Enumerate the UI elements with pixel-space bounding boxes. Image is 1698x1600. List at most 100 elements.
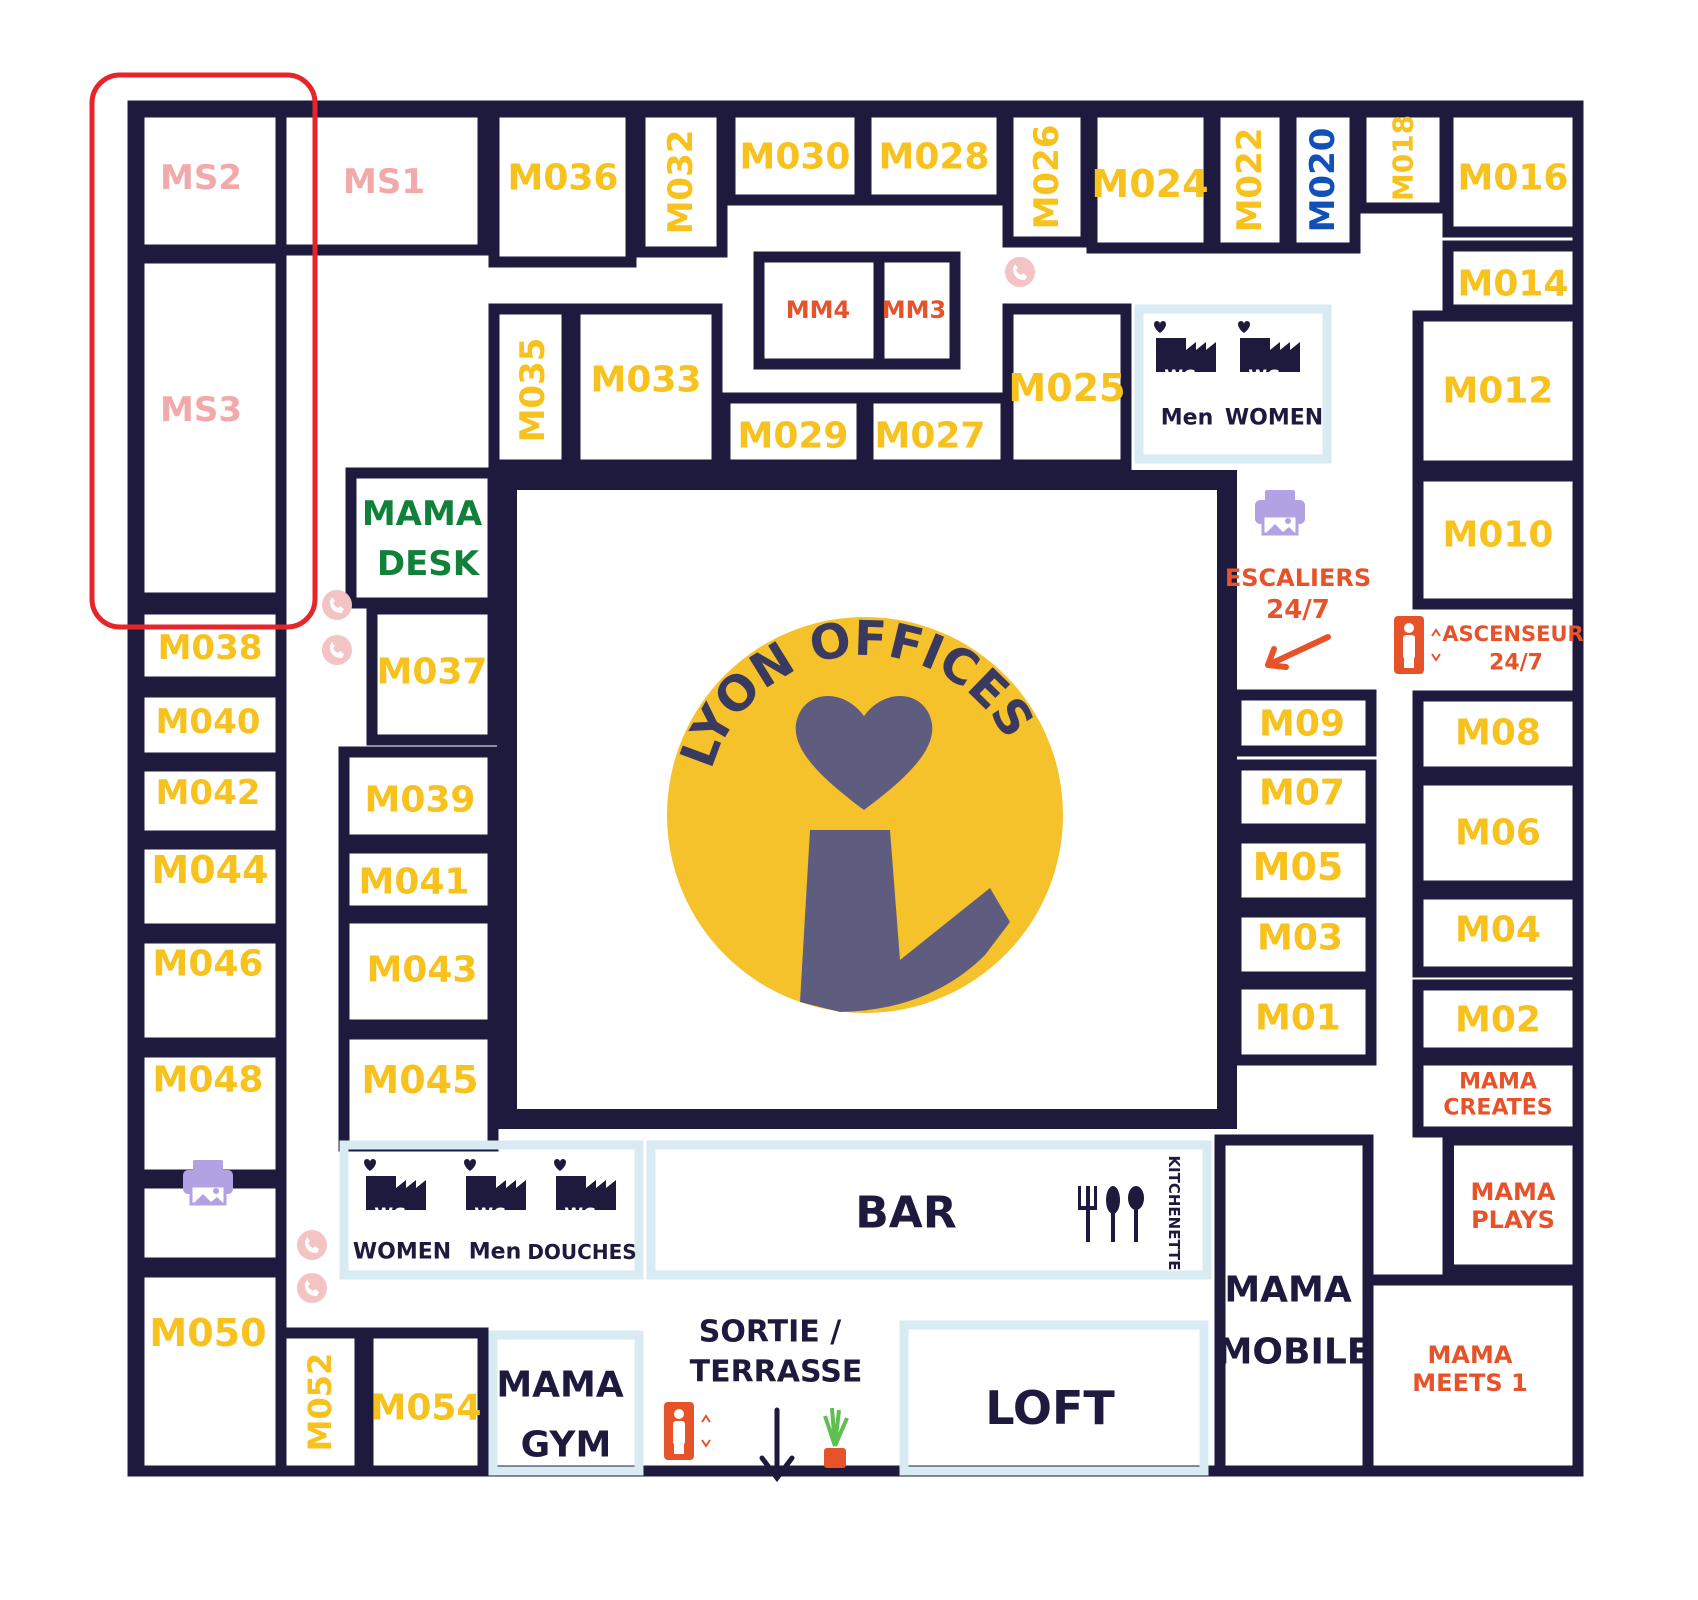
room-m027[interactable]: M027: [875, 416, 986, 457]
phone-icon: [297, 1230, 327, 1260]
stairs-label-line1: ESCALIERS: [1225, 564, 1371, 592]
room-mama-meets-line1[interactable]: MAMA: [1428, 1341, 1513, 1369]
room-m016[interactable]: M016: [1458, 158, 1569, 199]
phone-icon: [322, 635, 352, 665]
wc-icon: [1154, 321, 1216, 372]
room-m08[interactable]: M08: [1455, 713, 1541, 754]
walls: [127, 100, 1584, 1477]
room-m022[interactable]: M022: [1230, 128, 1270, 233]
wc-women-label: WOMEN: [353, 1240, 451, 1265]
printer-icon: [1253, 488, 1307, 536]
room-mama-desk-line2[interactable]: DESK: [377, 544, 481, 584]
room-m07[interactable]: M07: [1259, 773, 1345, 814]
room-mm3[interactable]: MM3: [882, 296, 946, 324]
room-m040[interactable]: M040: [156, 702, 261, 742]
wc-label: WC: [1248, 367, 1279, 387]
wc-icon: [364, 1159, 426, 1210]
room-m028[interactable]: M028: [879, 137, 990, 178]
room-m09[interactable]: M09: [1259, 704, 1345, 745]
room-m054[interactable]: M054: [371, 1388, 482, 1429]
plant-icon: [823, 1407, 849, 1468]
room-m033[interactable]: M033: [591, 360, 702, 401]
exit-label-line2: TERRASSE: [690, 1355, 863, 1390]
room-mama-desk-line1[interactable]: MAMA: [362, 494, 483, 534]
elevator-label-line2: 24/7: [1489, 651, 1543, 676]
room-m029[interactable]: M029: [738, 416, 849, 457]
room-m045[interactable]: M045: [361, 1058, 478, 1102]
room-mama-meets-line2[interactable]: MEETS 1: [1412, 1369, 1527, 1397]
room-m025[interactable]: M025: [1008, 366, 1125, 410]
wc-label: WC: [1164, 367, 1195, 387]
room-m042[interactable]: M042: [156, 773, 261, 813]
room-ms3[interactable]: MS3: [160, 390, 242, 430]
room-m036[interactable]: M036: [508, 158, 619, 199]
room-ms1[interactable]: MS1: [343, 162, 425, 202]
room-m052[interactable]: M052: [301, 1353, 339, 1452]
arrow-icon: [1265, 634, 1331, 670]
wc-icon: [554, 1159, 616, 1210]
room-m032[interactable]: M032: [661, 130, 701, 235]
room-m010[interactable]: M010: [1443, 515, 1554, 556]
room-mama-plays-line2[interactable]: PLAYS: [1471, 1206, 1555, 1234]
room-m039[interactable]: M039: [365, 780, 476, 821]
room-m06[interactable]: M06: [1455, 813, 1541, 854]
room-m037[interactable]: M037: [377, 652, 488, 693]
room-bar[interactable]: BAR: [855, 1188, 956, 1239]
room-m048[interactable]: M048: [153, 1060, 264, 1101]
room-m050[interactable]: M050: [149, 1311, 266, 1355]
icons: [181, 257, 1441, 1483]
room-mama-gym-line2[interactable]: GYM: [521, 1425, 612, 1466]
lyon-offices-logo: LYON OFFICES: [667, 611, 1063, 1013]
cutlery-icon: [1078, 1186, 1144, 1242]
elevator-icon: [1393, 615, 1441, 675]
room-m04[interactable]: M04: [1455, 910, 1541, 951]
room-mama-creates-line1[interactable]: MAMA: [1459, 1070, 1537, 1095]
room-mama-mobile-line1[interactable]: MAMA: [1224, 1270, 1352, 1311]
room-mama-creates-line2[interactable]: CREATES: [1443, 1096, 1552, 1121]
stairs-label-line2: 24/7: [1266, 595, 1330, 625]
wc-label: WC: [374, 1205, 405, 1225]
facility-zones: [339, 304, 1332, 1476]
phone-icon: [1005, 257, 1035, 287]
room-m024[interactable]: M024: [1091, 162, 1208, 206]
printer-icon: [181, 1158, 235, 1206]
room-m035[interactable]: M035: [513, 338, 553, 443]
room-m030[interactable]: M030: [740, 137, 851, 178]
phone-icon: [297, 1273, 327, 1303]
room-m02[interactable]: M02: [1455, 1000, 1541, 1041]
room-m014[interactable]: M014: [1458, 264, 1569, 305]
highlight-outline: [89, 72, 318, 630]
room-mama-gym-line1[interactable]: MAMA: [496, 1365, 624, 1406]
room-m03[interactable]: M03: [1257, 918, 1343, 959]
room-m05[interactable]: M05: [1253, 845, 1344, 889]
elevator-icon: [663, 1401, 711, 1461]
phone-icon: [322, 590, 352, 620]
room-loft[interactable]: LOFT: [985, 1381, 1115, 1435]
wc-label: WC: [474, 1205, 505, 1225]
room-m044[interactable]: M044: [151, 848, 268, 892]
room-m041[interactable]: M041: [359, 862, 470, 903]
elevator-label-line1: ASCENSEUR: [1442, 622, 1583, 646]
room-m01[interactable]: M01: [1255, 998, 1341, 1039]
room-m020[interactable]: M020: [1303, 128, 1343, 233]
wc-men-label: Men: [1161, 406, 1213, 431]
arrow-icon: [759, 1407, 795, 1483]
room-m012[interactable]: M012: [1443, 371, 1554, 412]
heart-icon: [795, 695, 933, 810]
room-mama-mobile-line2[interactable]: MOBILE: [1217, 1332, 1372, 1373]
room-m038[interactable]: M038: [158, 628, 263, 668]
exit-label-line1: SORTIE /: [699, 1315, 841, 1350]
wall-segment: [1448, 1140, 1454, 1280]
kitchenette-label: KITCHENETTE: [1165, 1155, 1183, 1270]
room-mama-plays-line1[interactable]: MAMA: [1471, 1178, 1556, 1206]
wc-douches-label: DOUCHES: [527, 1240, 636, 1264]
room-ms2[interactable]: MS2: [160, 158, 242, 198]
room-m026[interactable]: M026: [1027, 125, 1067, 230]
wc-icon: [464, 1159, 526, 1210]
room-mm4[interactable]: MM4: [786, 296, 850, 324]
room-m018[interactable]: M018: [1387, 115, 1420, 201]
room-m043[interactable]: M043: [367, 950, 478, 991]
room-m046[interactable]: M046: [153, 944, 264, 985]
wc-women-label: WOMEN: [1225, 406, 1323, 431]
